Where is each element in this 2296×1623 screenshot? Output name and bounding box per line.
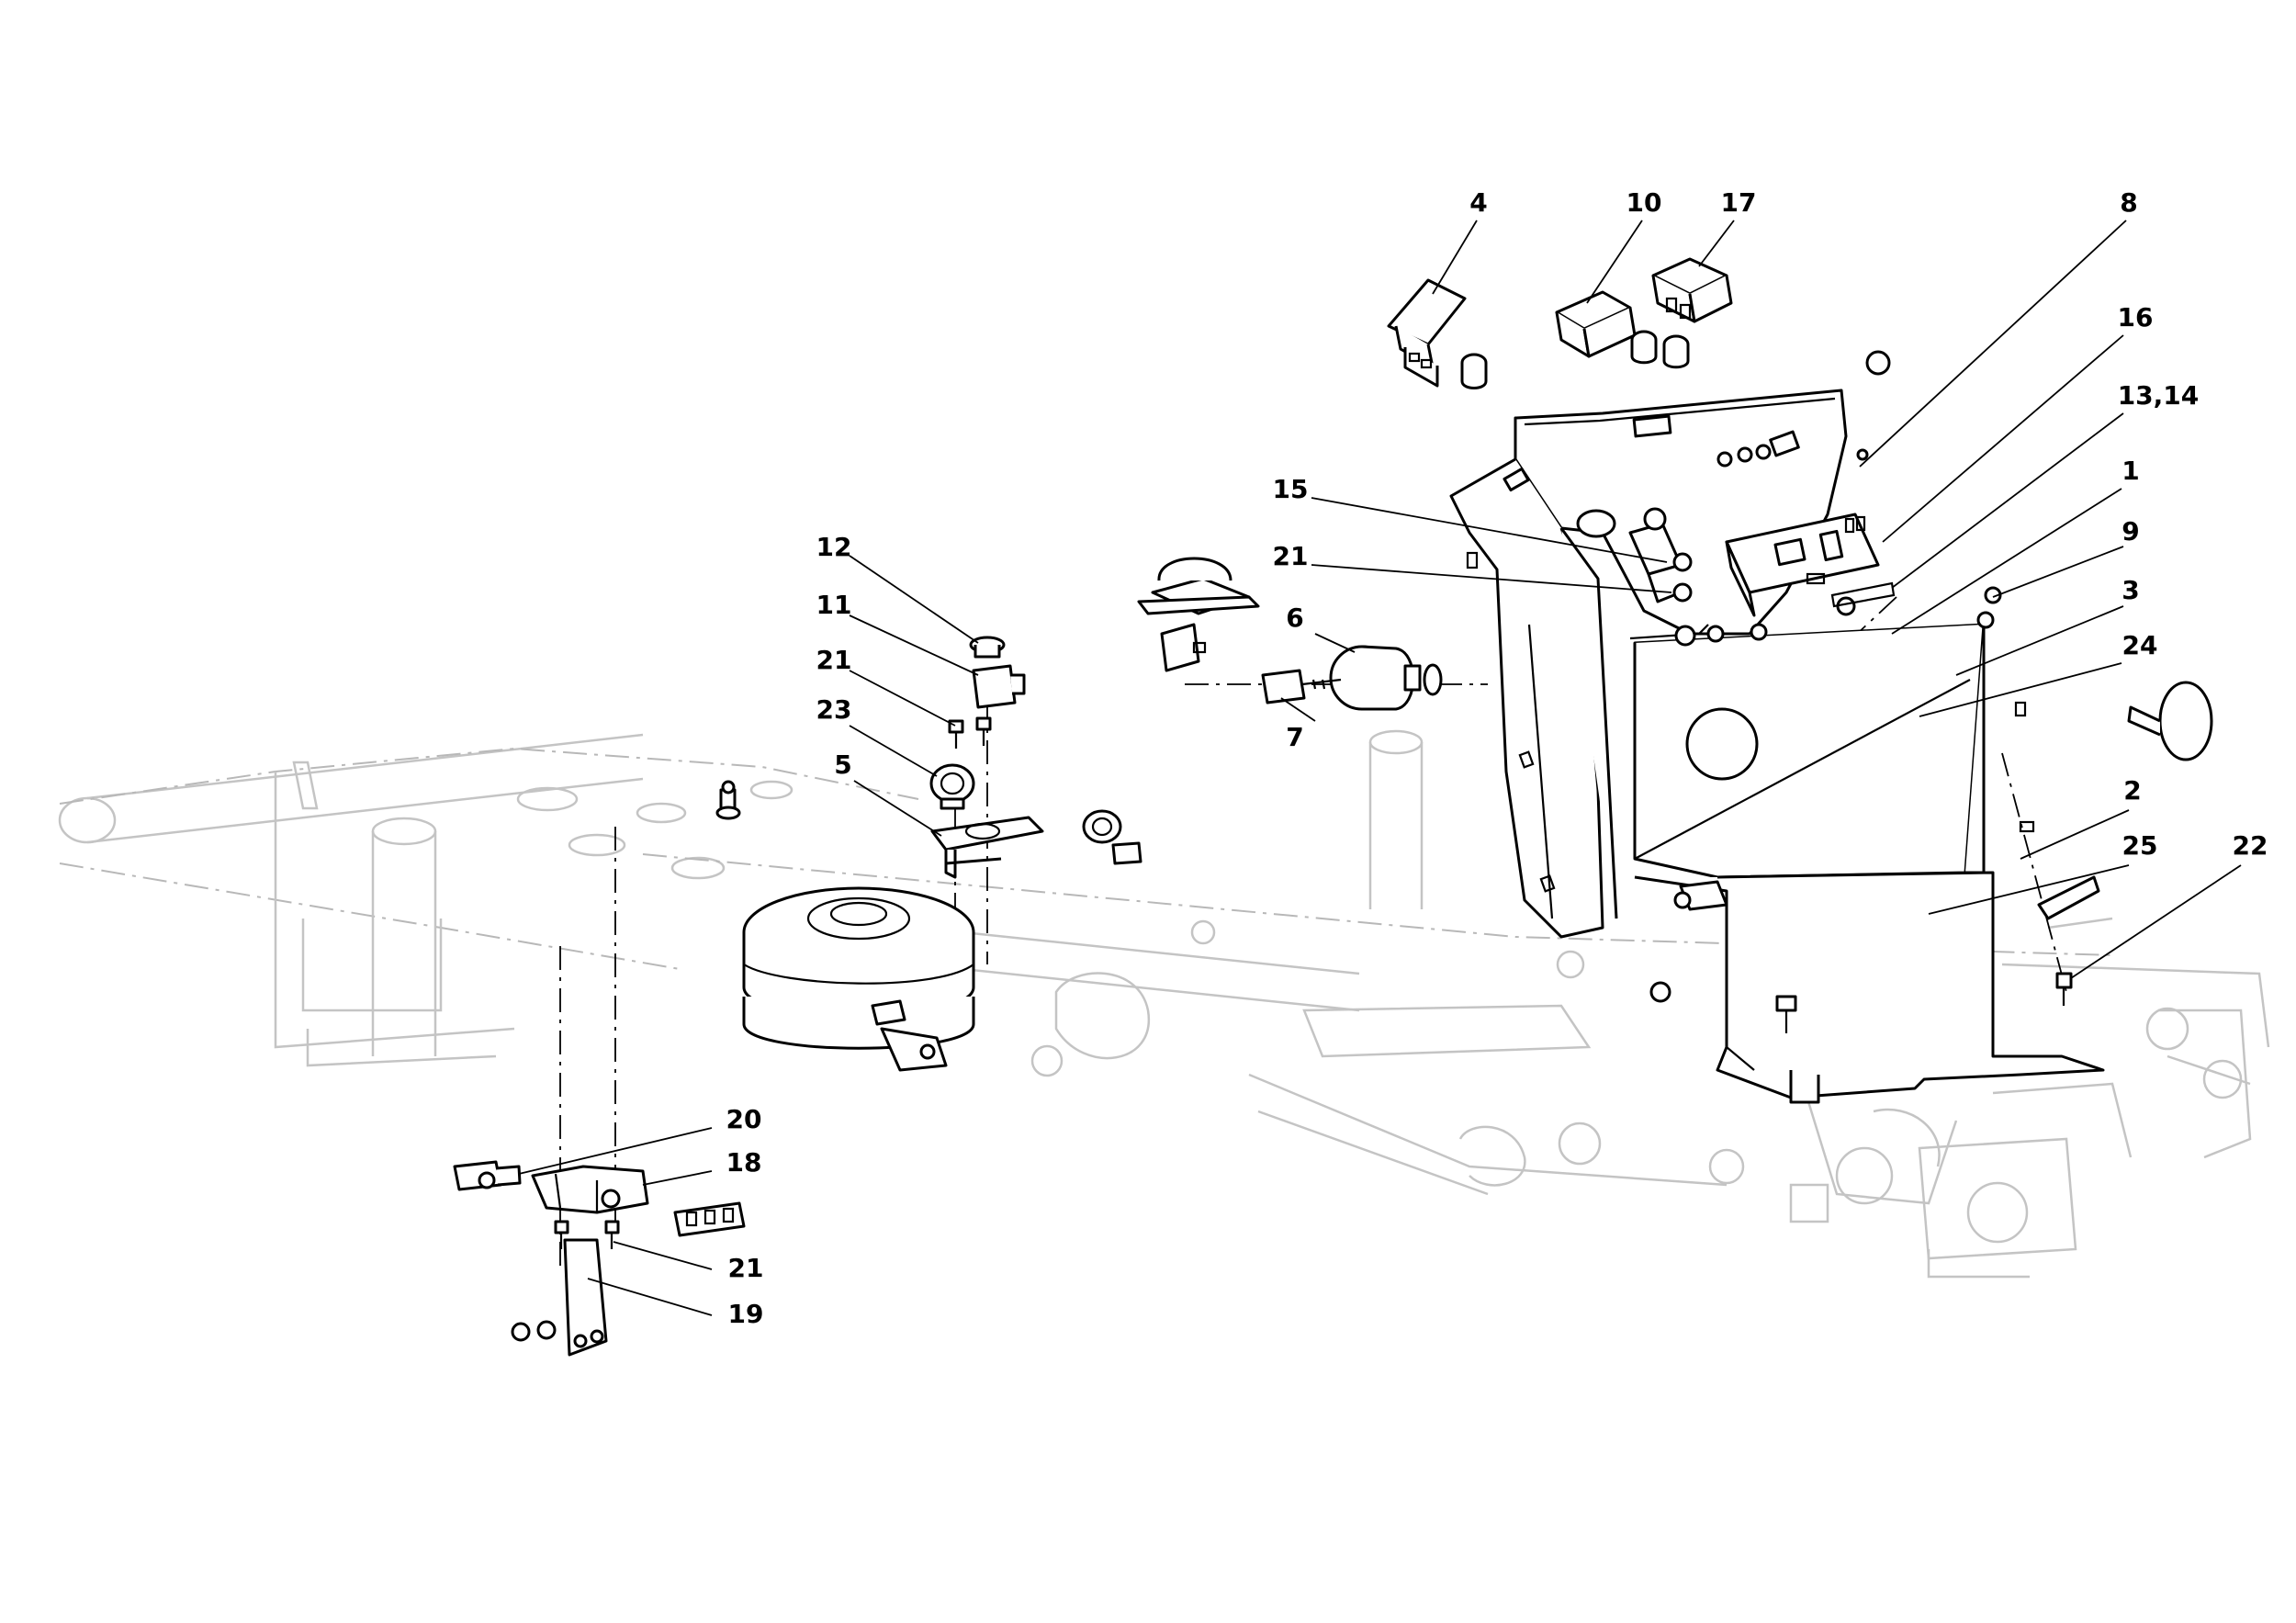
label-4: 4 [1469,187,1487,218]
label-19: 19 [728,1299,764,1329]
electromagnetic-clutch-icon [742,886,975,1072]
callout-labels: 4 10 17 8 16 13,14 1 9 3 24 2 25 22 15 2… [726,187,2268,1329]
fuel-cap-knob [2127,681,2213,761]
relay-module-icon [1628,507,1896,617]
label-8: 8 [2120,187,2137,218]
chassis-frame-ghost [58,729,2270,1279]
label-21-a: 21 [1273,541,1309,571]
label-13-14: 13,14 [2118,380,2200,411]
label-17: 17 [1721,187,1757,218]
label-5: 5 [834,750,851,780]
label-3: 3 [2122,575,2139,605]
label-12: 12 [816,532,852,562]
key-icon [1261,669,1342,704]
label-21-c: 21 [728,1253,764,1283]
leader-lines [518,220,2242,1316]
clutch-switch-bracket [453,1160,746,1357]
label-1: 1 [2122,456,2139,486]
label-11: 11 [816,590,852,620]
label-7: 7 [1286,722,1303,752]
label-22: 22 [2233,830,2268,861]
seat-switch-assembly [715,636,1142,879]
front-lower-plate [1634,871,2105,1104]
rocker-switch-10-icon [1555,290,1637,358]
rocker-switch-17-icon [1630,257,1733,369]
label-10: 10 [1626,187,1662,218]
ignition-switch-icon [1329,645,1443,711]
steering-cover [1629,586,2035,879]
hour-meter [1137,557,1260,672]
label-23: 23 [816,694,852,725]
label-24: 24 [2122,630,2158,660]
label-15: 15 [1273,474,1309,504]
label-25: 25 [2122,830,2158,861]
label-21-b: 21 [816,645,852,675]
label-2: 2 [2123,775,2141,806]
label-6: 6 [1286,603,1303,633]
label-16: 16 [2118,302,2154,332]
label-20: 20 [726,1104,762,1134]
label-9: 9 [2122,516,2139,547]
rocker-switch-icon [1387,278,1488,389]
label-18: 18 [726,1147,762,1178]
